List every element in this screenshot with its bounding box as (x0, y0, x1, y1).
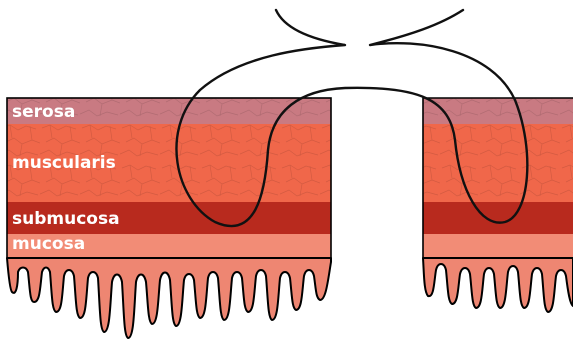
right-mucosa-layer (423, 234, 573, 258)
right-submucosa-layer (423, 202, 573, 234)
right-villi (423, 258, 573, 312)
left-villi (7, 258, 331, 338)
mucosa-label: mucosa (12, 234, 85, 254)
muscularis-label: muscularis (12, 153, 116, 173)
submucosa-label: submucosa (12, 209, 120, 229)
serosa-label: serosa (12, 102, 75, 122)
right-tissue-block (423, 98, 573, 312)
